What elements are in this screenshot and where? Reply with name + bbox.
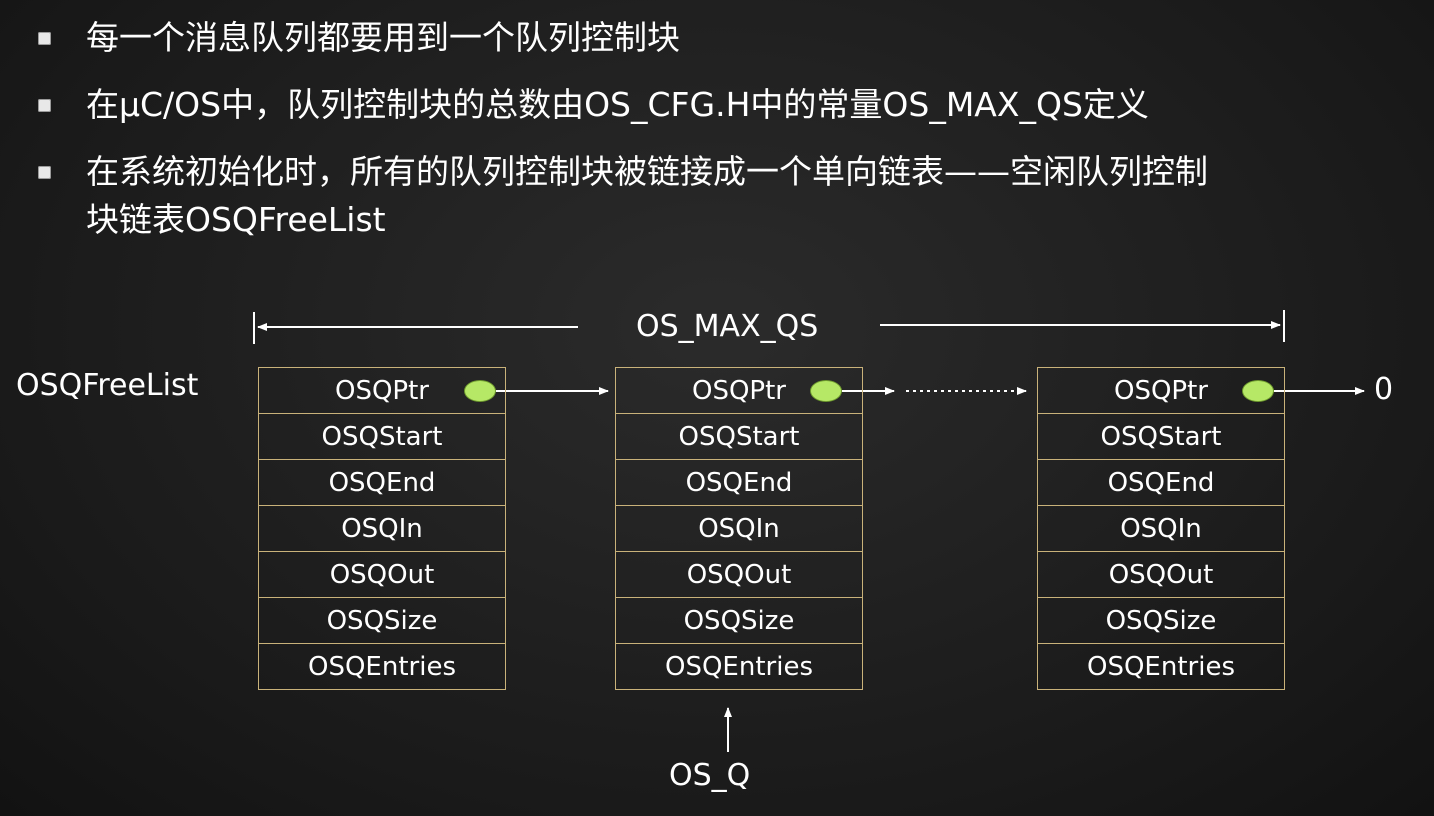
bullet-text: 每一个消息队列都要用到一个队列控制块 <box>86 18 680 57</box>
bullet-text-continuation: 块链表OSQFreeList <box>86 200 386 239</box>
pointer-label: OS_Q <box>669 758 751 793</box>
queue-control-block: OSQPtr OSQStart OSQEnd OSQIn OSQOut OSQS… <box>615 367 863 690</box>
field-osqout: OSQOut <box>1037 551 1285 598</box>
bullet-item: 在系统初始化时，所有的队列控制块被链接成一个单向链表——空闲队列控制 块链表OS… <box>36 148 1416 244</box>
field-osqend: OSQEnd <box>615 459 863 506</box>
span-label: OS_MAX_QS <box>636 309 819 344</box>
pointer-dot <box>464 380 496 402</box>
bullet-item: 每一个消息队列都要用到一个队列控制块 <box>36 14 1416 62</box>
bullet-icon <box>38 32 51 45</box>
field-osqout: OSQOut <box>615 551 863 598</box>
field-osqstart: OSQStart <box>1037 413 1285 460</box>
field-osqout: OSQOut <box>258 551 506 598</box>
bullet-icon <box>38 166 51 179</box>
queue-control-block: OSQPtr OSQStart OSQEnd OSQIn OSQOut OSQS… <box>258 367 506 690</box>
field-osqin: OSQIn <box>1037 505 1285 552</box>
field-osqsize: OSQSize <box>615 597 863 644</box>
field-osqentries: OSQEntries <box>1037 643 1285 690</box>
field-osqend: OSQEnd <box>258 459 506 506</box>
bullet-icon <box>38 99 51 112</box>
bullet-item: 在μC/OS中，队列控制块的总数由OS_CFG.H中的常量OS_MAX_QS定义 <box>36 81 1416 129</box>
null-label: 0 <box>1374 372 1394 407</box>
queue-control-block: OSQPtr OSQStart OSQEnd OSQIn OSQOut OSQS… <box>1037 367 1285 690</box>
free-list-label: OSQFreeList <box>16 368 199 403</box>
pointer-dot <box>810 380 842 402</box>
bullet-text: 在μC/OS中，队列控制块的总数由OS_CFG.H中的常量OS_MAX_QS定义 <box>86 85 1149 124</box>
field-osqentries: OSQEntries <box>615 643 863 690</box>
field-osqstart: OSQStart <box>615 413 863 460</box>
field-osqsize: OSQSize <box>1037 597 1285 644</box>
field-osqsize: OSQSize <box>258 597 506 644</box>
field-osqin: OSQIn <box>615 505 863 552</box>
field-osqin: OSQIn <box>258 505 506 552</box>
field-osqentries: OSQEntries <box>258 643 506 690</box>
field-osqstart: OSQStart <box>258 413 506 460</box>
bullet-list: 每一个消息队列都要用到一个队列控制块 在μC/OS中，队列控制块的总数由OS_C… <box>36 14 1416 263</box>
field-osqend: OSQEnd <box>1037 459 1285 506</box>
pointer-dot <box>1242 380 1274 402</box>
bullet-text: 在系统初始化时，所有的队列控制块被链接成一个单向链表——空闲队列控制 <box>86 152 1208 191</box>
